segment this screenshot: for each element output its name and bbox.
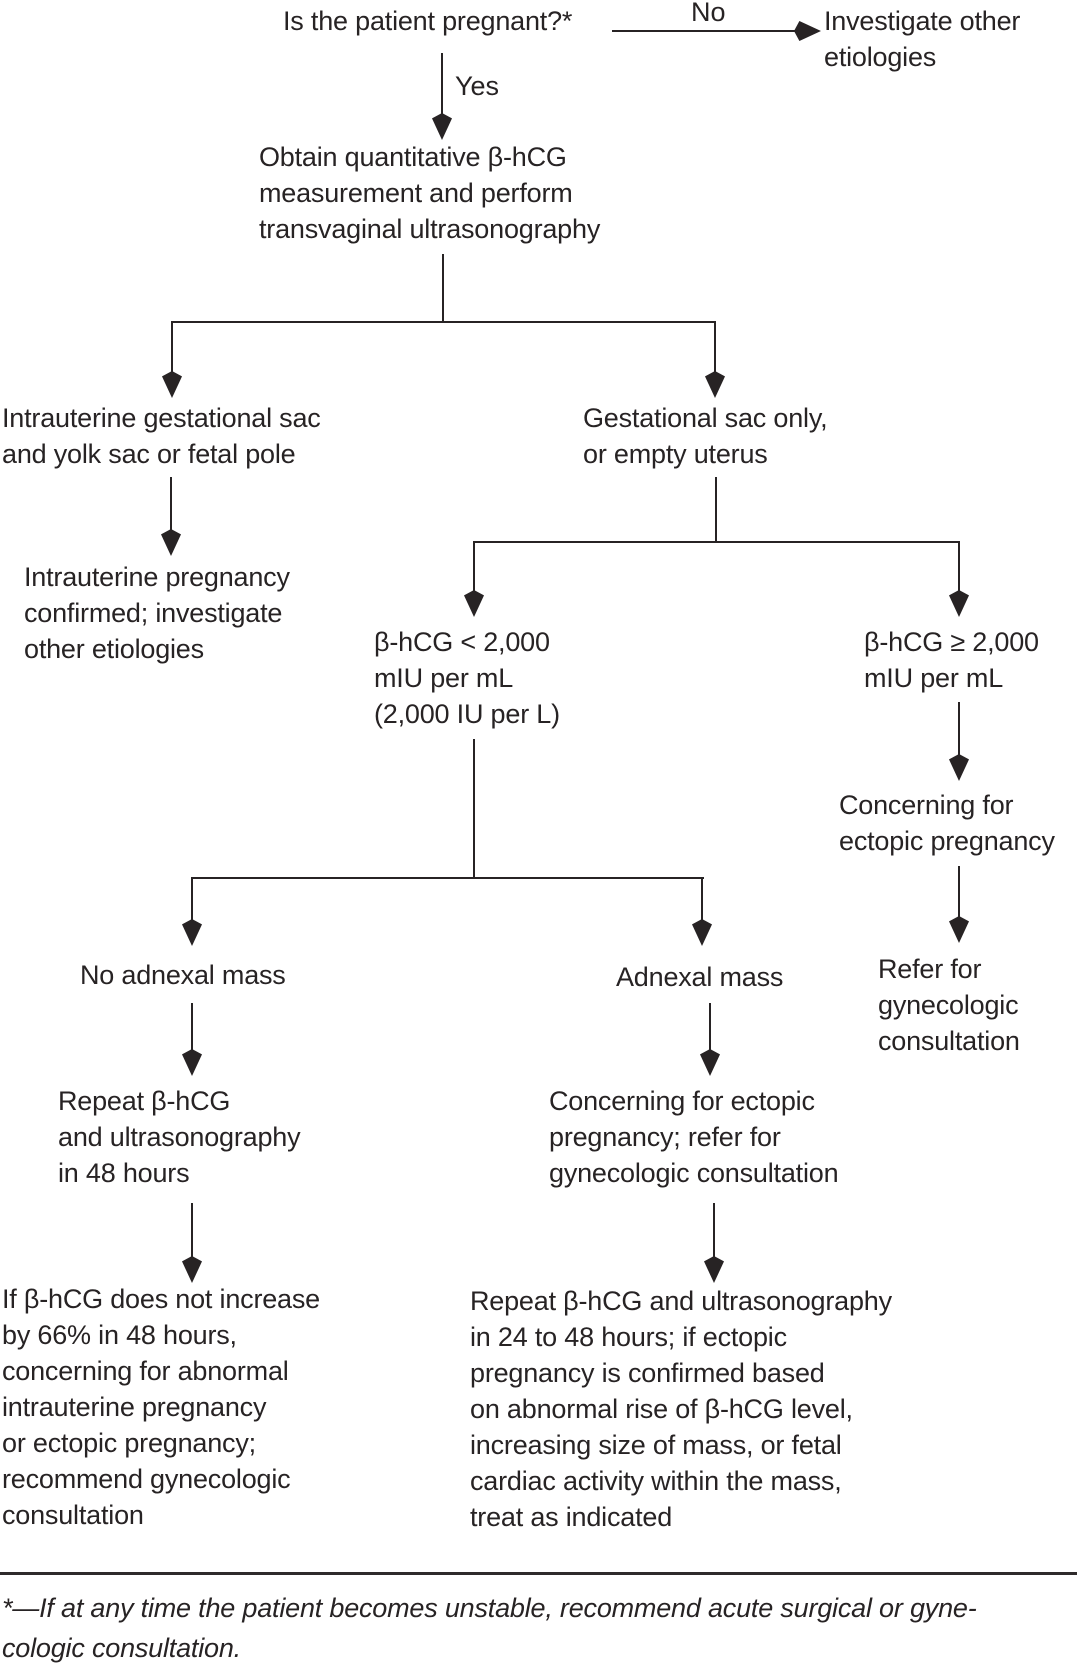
node-no-adnexal-mass: No adnexal mass <box>80 960 286 990</box>
arrowhead-down-icon <box>162 371 182 398</box>
node-question: Is the patient pregnant?* <box>283 6 573 36</box>
connector-no <box>612 30 796 32</box>
node-refer-gyn: Refer for gynecologic consultation <box>878 954 1020 1056</box>
arrowhead-down-icon <box>182 1049 202 1076</box>
node-repeat-48: Repeat β-hCG and ultrasonography in 48 h… <box>58 1086 301 1188</box>
connector-low-stem <box>473 739 475 878</box>
connector-mass-concern <box>709 1003 711 1051</box>
node-sac-only: Gestational sac only, or empty uterus <box>583 403 828 469</box>
connector-concern-refer <box>958 866 960 918</box>
connector-concern-repeat2448 <box>713 1203 715 1258</box>
footnote-text: *—If at any time the patient becomes uns… <box>2 1593 977 1663</box>
connector-branch2 <box>473 541 960 543</box>
connector-branch3-right <box>701 877 703 921</box>
node-intrauterine-sac: Intrauterine gestational sac and yolk sa… <box>2 403 321 469</box>
node-obtain-bhcg: Obtain quantitative β-hCG measurement an… <box>259 142 601 244</box>
node-no-66-rise: If β-hCG does not increase by 66% in 48 … <box>2 1284 320 1530</box>
connector-branch2-left <box>473 541 475 592</box>
connector-branch1 <box>171 321 716 323</box>
node-investigate-other: Investigate other etiologies <box>824 6 1021 72</box>
arrowhead-down-icon <box>949 754 969 781</box>
connector-branch3 <box>191 877 704 879</box>
node-iup-confirmed: Intrauterine pregnancy confirmed; invest… <box>24 562 290 664</box>
arrowhead-down-icon <box>692 919 712 946</box>
footnote-divider <box>0 1572 1077 1575</box>
connector-branch1-right <box>714 321 716 373</box>
node-repeat-24-48: Repeat β-hCG and ultrasonography in 24 t… <box>470 1286 892 1532</box>
connector-obtain-stem <box>442 254 444 322</box>
node-concern-ectopic: Concerning for ectopic pregnancy <box>839 790 1055 856</box>
arrowhead-right-icon <box>794 21 821 41</box>
connector-saconly-stem <box>715 477 717 543</box>
connector-yes <box>441 53 443 115</box>
arrowhead-down-icon <box>161 529 181 556</box>
edge-label-yes: Yes <box>455 71 500 101</box>
arrowhead-down-icon <box>949 916 969 943</box>
arrowhead-down-icon <box>949 590 969 617</box>
connector-high-concern <box>958 702 960 756</box>
connector-branch3-left <box>191 877 193 921</box>
node-adnexal-mass: Adnexal mass <box>616 962 784 992</box>
node-bhcg-high: β-hCG ≥ 2,000 mIU per mL <box>864 627 1039 693</box>
arrowhead-down-icon <box>464 590 484 617</box>
connector-iup <box>170 477 172 531</box>
connector-nomass-repeat <box>191 1003 193 1051</box>
node-bhcg-low: β-hCG < 2,000 mIU per mL (2,000 IU per L… <box>374 627 560 729</box>
arrowhead-down-icon <box>704 1256 724 1283</box>
arrowhead-down-icon <box>700 1049 720 1076</box>
arrowhead-down-icon <box>432 113 452 140</box>
arrowhead-down-icon <box>705 371 725 398</box>
edge-label-no: No <box>691 0 726 27</box>
arrowhead-down-icon <box>182 919 202 946</box>
connector-branch1-left <box>171 321 173 373</box>
connector-branch2-right <box>958 541 960 592</box>
connector-repeat-norise <box>191 1203 193 1258</box>
node-concern-refer: Concerning for ectopic pregnancy; refer … <box>549 1086 839 1188</box>
arrowhead-down-icon <box>182 1256 202 1283</box>
